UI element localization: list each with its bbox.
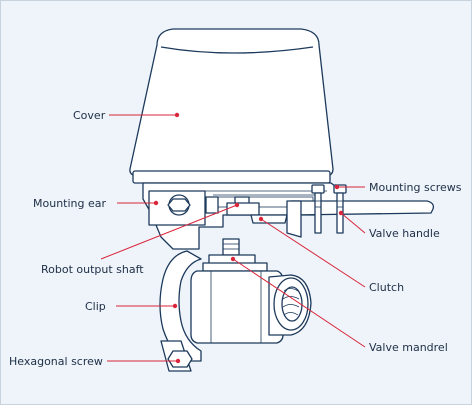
callout-dot-robot-output-shaft	[234, 202, 240, 208]
clip-part	[159, 250, 202, 372]
callouts	[100, 112, 366, 364]
leader-robot-output-shaft	[100, 204, 238, 260]
label-robot-output-shaft: Robot output shaft	[41, 263, 144, 276]
label-valve-handle: Valve handle	[369, 227, 440, 240]
callout-dot-clutch	[258, 216, 264, 222]
callout-dot-mounting-screws	[334, 184, 340, 190]
leader-clutch	[260, 218, 366, 288]
label-clutch: Clutch	[369, 281, 404, 294]
callout-dot-clip	[172, 303, 178, 309]
valve-body-part	[190, 270, 312, 344]
label-cover: Cover	[73, 109, 106, 122]
callout-dot-hexagonal-screw	[175, 358, 181, 364]
label-mounting-ear: Mounting ear	[33, 197, 106, 210]
label-hexagonal-screw: Hexagonal screw	[9, 355, 103, 368]
leader-valve-mandrel	[232, 258, 366, 348]
callout-dot-mounting-ear	[153, 200, 159, 206]
cover-part	[129, 28, 334, 184]
label-valve-mandrel: Valve mandrel	[369, 341, 448, 354]
leader-valve-handle	[340, 212, 366, 234]
label-mounting-screws: Mounting screws	[369, 181, 462, 194]
callout-dot-valve-handle	[338, 210, 344, 216]
callout-dot-valve-mandrel	[230, 256, 236, 262]
mounting-ear-part	[148, 190, 219, 226]
valve-mandrel-part	[202, 238, 268, 272]
label-clip: Clip	[85, 300, 106, 313]
labels: Cover Mounting ear Robot output shaft Cl…	[9, 109, 462, 368]
valve-handle-part	[286, 200, 435, 238]
callout-dot-cover	[174, 112, 180, 118]
